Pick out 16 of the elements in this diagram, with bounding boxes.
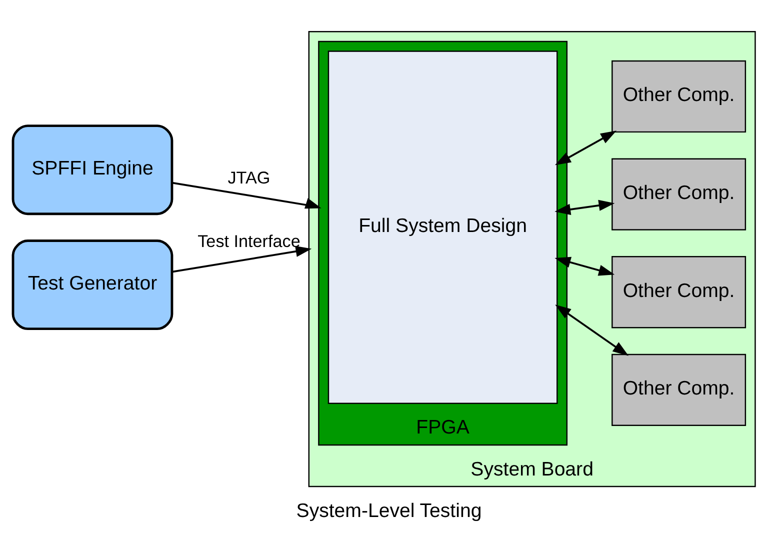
arrow [172,245,312,272]
node-box: Other Comp. [612,158,746,230]
node-box: SPFFI Engine [12,124,174,215]
node-box: Test Generator [12,239,174,330]
node-box: Other Comp. [612,353,746,426]
arrow [554,256,615,276]
edge-label: Test Interface [198,232,300,251]
caption: System-Level Testing [296,499,482,522]
edge-label: JTAG [228,168,270,188]
arrow [172,181,322,208]
arrow [554,130,617,165]
node-box: Full System Design [328,50,558,404]
arrow [554,199,615,214]
arrow [555,304,629,356]
node-box: Other Comp. [612,60,746,132]
node-box: Other Comp. [612,256,746,328]
